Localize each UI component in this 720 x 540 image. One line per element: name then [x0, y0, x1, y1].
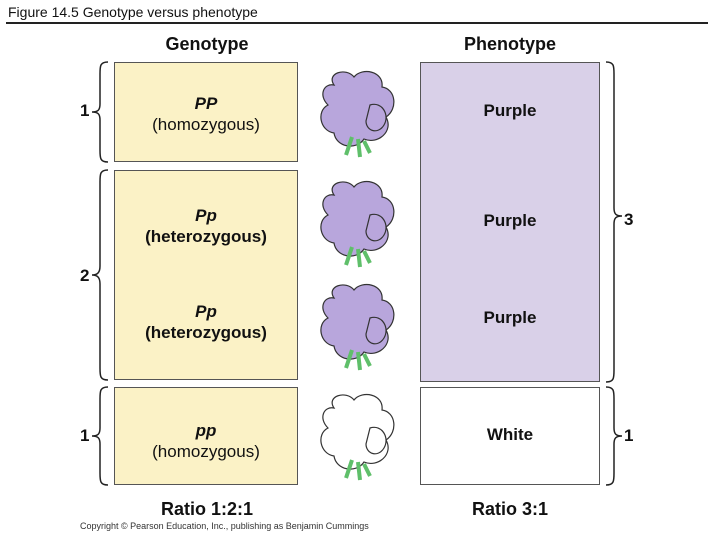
- right-brace-icon: [605, 386, 623, 486]
- genotype-count: 1: [80, 426, 90, 445]
- genotype-count: 2: [80, 266, 90, 285]
- genotype-label: Pp (heterozygous): [114, 205, 298, 247]
- genotype-symbol: Pp: [195, 302, 217, 321]
- phenotype-header: Phenotype: [463, 34, 556, 54]
- genotype-box-heterozygous: [114, 170, 298, 380]
- genotype-zygosity: (homozygous): [152, 442, 260, 461]
- stem: [344, 136, 372, 158]
- genotype-box-pp-homozygous: [114, 62, 298, 162]
- genotype-box-pp-recessive: [114, 387, 298, 485]
- left-brace-icon: [91, 61, 109, 163]
- phenotype-label: White: [486, 425, 534, 444]
- genotype-zygosity: (heterozygous): [145, 227, 267, 246]
- phenotype-box-purple: [420, 62, 600, 382]
- genotype-symbol: Pp: [195, 206, 217, 225]
- copyright-notice: Copyright © Pearson Education, Inc., pub…: [80, 521, 369, 531]
- genotype-symbol: pp: [195, 421, 217, 440]
- genotype-zygosity: (heterozygous): [145, 323, 267, 342]
- genotype-label: PP (homozygous): [114, 93, 298, 135]
- phenotype-count: 3: [624, 210, 634, 229]
- figure-title: Figure 14.5 Genotype versus phenotype: [8, 4, 258, 20]
- phenotype-label: Purple: [483, 101, 537, 120]
- genotype-symbol: PP: [194, 94, 218, 113]
- genotype-label: Pp (heterozygous): [114, 301, 298, 343]
- right-brace-icon: [605, 61, 623, 383]
- phenotype-label: Purple: [483, 308, 537, 327]
- genotype-ratio: Ratio 1:2:1: [160, 499, 254, 519]
- title-divider: [6, 22, 708, 24]
- phenotype-count: 1: [624, 426, 634, 445]
- purple-flower-icon: [320, 283, 395, 371]
- genotype-count: 1: [80, 101, 90, 120]
- phenotype-ratio: Ratio 3:1: [471, 499, 549, 519]
- genotype-header: Genotype: [165, 34, 249, 54]
- genotype-zygosity: (homozygous): [152, 115, 260, 134]
- purple-flower-icon: [320, 180, 395, 268]
- left-brace-icon: [91, 169, 109, 381]
- white-flower-icon: [320, 393, 395, 481]
- left-brace-icon: [91, 386, 109, 486]
- phenotype-label: Purple: [483, 211, 537, 230]
- genotype-label: pp (homozygous): [114, 420, 298, 462]
- purple-flower-icon: [320, 70, 395, 158]
- phenotype-box-white: [420, 387, 600, 485]
